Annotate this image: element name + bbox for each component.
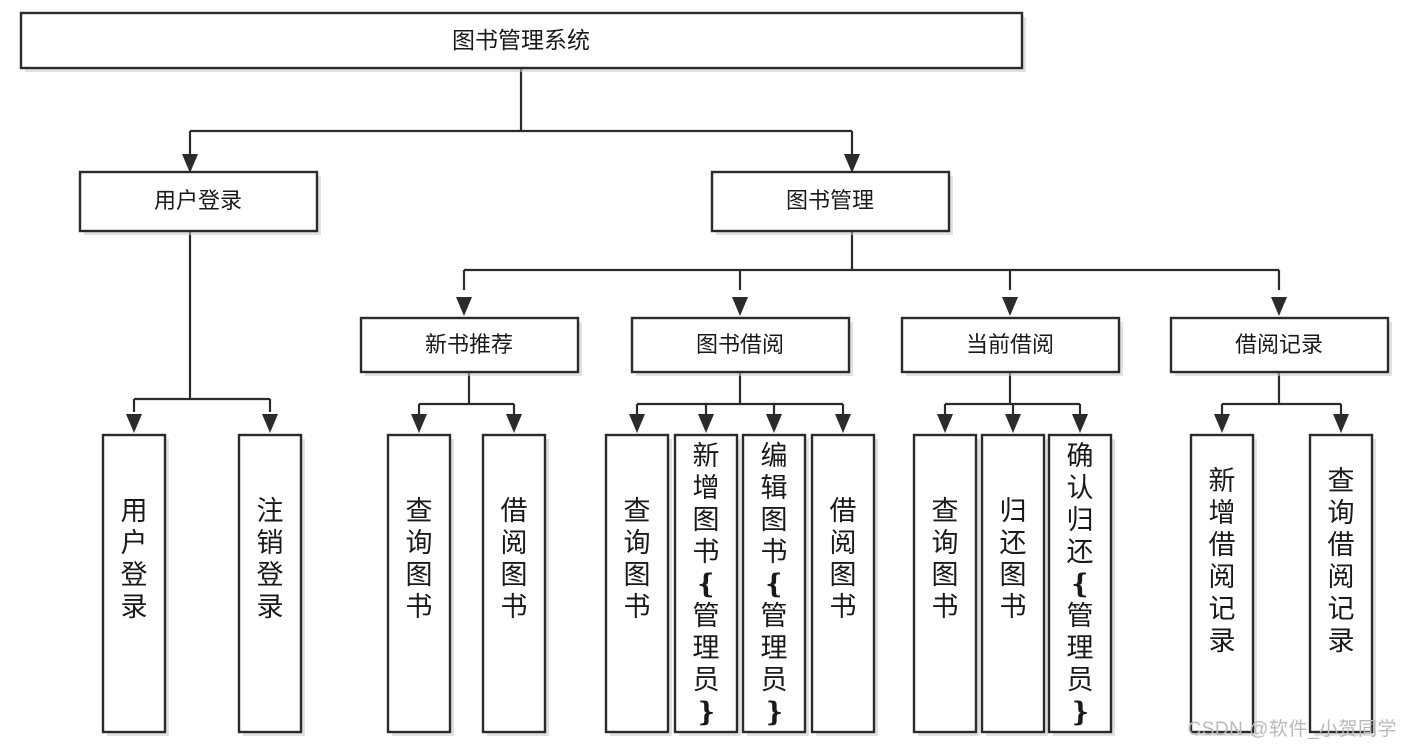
leaf-new-book-2[interactable]: 借阅图书 — [481, 433, 549, 736]
leaf-current-borrow-2-label: 归还图书 — [1000, 496, 1027, 622]
leaf-book-borrow-4-label: 借阅图书 — [830, 496, 857, 622]
connector-current-to-leaves — [937, 373, 1088, 433]
connector-root-to-level2 — [182, 68, 860, 173]
leaf-current-borrow-1[interactable]: 查询图书 — [912, 433, 980, 736]
node-book-management-label: 图书管理 — [786, 188, 874, 213]
node-current-borrow-label: 当前借阅 — [966, 332, 1054, 357]
node-borrow-record-label: 借阅记录 — [1235, 332, 1323, 357]
leaf-borrow-record-2[interactable]: 查询借阅记录 — [1308, 433, 1376, 736]
leaf-borrow-record-2-label: 查询借阅记录 — [1328, 466, 1355, 656]
leaf-new-book-1[interactable]: 查询图书 — [386, 433, 454, 736]
node-root[interactable]: 图书管理系统 — [19, 11, 1026, 72]
leaf-book-borrow-3[interactable]: 编辑图书❴管理员❵ — [741, 433, 809, 736]
node-user-login[interactable]: 用户登录 — [78, 170, 321, 235]
leaf-user-login-2[interactable]: 注销登录 — [237, 433, 305, 736]
node-book-borrow[interactable]: 图书借阅 — [630, 316, 853, 376]
leaf-user-login-2-label: 注销登录 — [257, 496, 284, 622]
leaf-user-login-1[interactable]: 用户登录 — [101, 433, 169, 736]
node-root-label: 图书管理系统 — [452, 27, 590, 53]
node-borrow-record[interactable]: 借阅记录 — [1169, 316, 1392, 376]
node-new-book-recommend[interactable]: 新书推荐 — [359, 316, 582, 376]
connector-newbook-to-leaves — [411, 373, 522, 433]
leaf-book-borrow-2-label: 新增图书❴管理员❵ — [693, 441, 720, 727]
connector-borrow-to-leaves — [629, 373, 851, 433]
leaf-book-borrow-1[interactable]: 查询图书 — [604, 433, 672, 736]
node-book-management[interactable]: 图书管理 — [710, 170, 953, 235]
leaf-borrow-record-1[interactable]: 新增借阅记录 — [1189, 433, 1257, 736]
leaf-current-borrow-3-label: 确认归还❴管理员❵ — [1067, 441, 1094, 727]
node-user-login-label: 用户登录 — [154, 188, 242, 213]
leaf-book-borrow-4[interactable]: 借阅图书 — [810, 433, 878, 736]
leaf-new-book-1-label: 查询图书 — [406, 496, 433, 622]
leaf-current-borrow-3[interactable]: 确认归还❴管理员❵ — [1047, 433, 1115, 736]
leaf-book-borrow-3-label: 编辑图书❴管理员❵ — [761, 441, 788, 727]
leaf-current-borrow-1-label: 查询图书 — [932, 496, 959, 622]
node-book-borrow-label: 图书借阅 — [696, 332, 784, 357]
leaf-book-borrow-1-label: 查询图书 — [624, 496, 651, 622]
leaf-current-borrow-2[interactable]: 归还图书 — [980, 433, 1048, 736]
connector-userlogin-to-leaves — [126, 232, 278, 433]
leaf-new-book-2-label: 借阅图书 — [501, 496, 528, 622]
connector-record-to-leaves — [1214, 373, 1349, 433]
node-new-book-recommend-label: 新书推荐 — [425, 332, 513, 357]
connector-bookmgmt-to-level3 — [456, 232, 1287, 316]
leaf-user-login-1-label: 用户登录 — [121, 496, 148, 622]
leaf-borrow-record-1-label: 新增借阅记录 — [1209, 466, 1236, 656]
leaf-book-borrow-2[interactable]: 新增图书❴管理员❵ — [673, 433, 741, 736]
node-current-borrow[interactable]: 当前借阅 — [900, 316, 1123, 376]
